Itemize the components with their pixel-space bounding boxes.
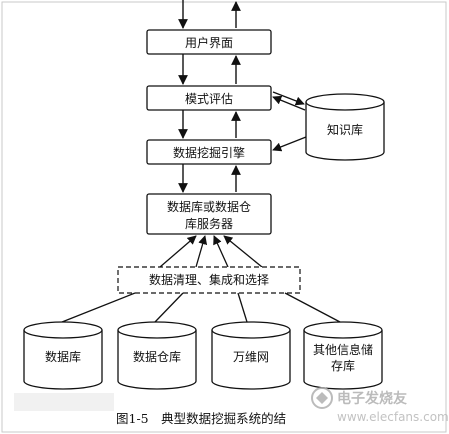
www-label: 万维网: [233, 350, 269, 364]
db-server-box: [146, 193, 272, 235]
other-repository-cylinder: [303, 321, 383, 390]
watermark-site-name: 电子发烧友: [337, 390, 407, 407]
warehouse-label: 数据仓库: [133, 349, 181, 364]
link-www-to-clean: [237, 292, 248, 323]
pattern-evaluation-label: 模式评估: [185, 92, 233, 106]
elecfans-logo-icon: [311, 387, 333, 409]
other-repository-label-line2: 存库: [331, 358, 355, 373]
watermark-site-url: www.elecfans.com: [337, 410, 449, 424]
user-interface-label: 用户界面: [185, 35, 233, 50]
arrow-kb-to-engine: [272, 136, 307, 152]
link-database-to-clean: [61, 292, 136, 323]
arrow-eval-to-kb: [272, 91, 305, 106]
pattern-evaluation-box: [146, 85, 272, 111]
arrow-clean-to-server-4: [223, 235, 263, 268]
database-label: 数据库: [45, 349, 81, 364]
db-server-label-line2: 库服务器: [185, 216, 233, 231]
warehouse-cylinder: [117, 321, 197, 390]
knowledge-base-cylinder: [305, 93, 385, 161]
arrow-clean-to-server-1: [159, 235, 197, 268]
other-repository-label-line1: 其他信息储: [313, 342, 373, 357]
knowledge-base-label: 知识库: [327, 122, 363, 137]
user-interface-box: [146, 29, 272, 55]
arrow-clean-to-server-2: [195, 235, 208, 268]
blur-smudge: [14, 393, 114, 411]
www-cylinder: [211, 321, 291, 390]
elecfans-watermark: 电子发烧友 www.elecfans.com: [311, 387, 449, 424]
arrow-kb-to-eval: [272, 95, 306, 111]
database-cylinder: [23, 321, 103, 390]
db-server-label-line1: 数据库或数据仓: [167, 199, 251, 214]
mining-engine-box: [146, 139, 272, 165]
figure-caption: 图1-5 典型数据挖掘系统的结: [116, 411, 286, 426]
mining-engine-label: 数据挖掘引擎: [173, 145, 245, 160]
link-warehouse-to-clean: [154, 292, 184, 323]
link-other-to-clean: [284, 292, 341, 323]
cleaning-label: 数据清理、集成和选择: [149, 272, 269, 287]
cleaning-box: [117, 266, 301, 294]
arrow-clean-to-server-3: [213, 235, 229, 268]
